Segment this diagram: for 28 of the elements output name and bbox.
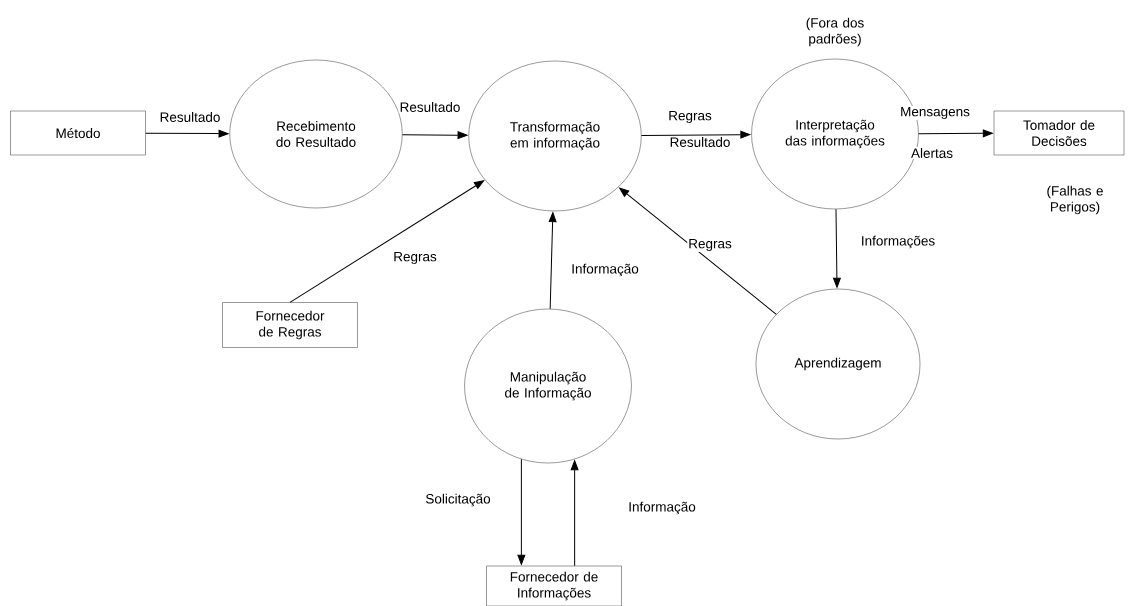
- arrow: [640, 130, 751, 139]
- entity-box: Tomador de Decisões: [993, 110, 1125, 156]
- flow-label: Resultado: [668, 136, 732, 148]
- flow-label: Alertas: [910, 147, 954, 159]
- edge-label: Resultado: [158, 111, 222, 123]
- edge-label: Informação: [570, 262, 640, 278]
- arrow: [918, 129, 993, 138]
- note-text: (Fora dos padrões): [806, 17, 864, 47]
- edge-label: Mensagens: [899, 105, 971, 121]
- edge-label: Regras: [392, 250, 438, 266]
- arrow: [517, 458, 526, 565]
- edge-label: Informação: [627, 500, 697, 516]
- arrow: [401, 131, 468, 140]
- arrow: [145, 129, 229, 138]
- edge-label: Regras: [687, 237, 733, 253]
- arrow: [570, 460, 579, 567]
- entity-box: Método: [10, 110, 146, 156]
- entity-box: Fornecedor de Informações: [486, 565, 622, 606]
- edge-label: Regras: [667, 109, 713, 125]
- arrow: [548, 212, 557, 310]
- arrow: [289, 180, 485, 303]
- edge-label: Informações: [859, 234, 937, 250]
- note-text: (Falhas e Perigos): [1047, 185, 1103, 215]
- edge-label: Solicitação: [424, 492, 492, 508]
- arrow: [832, 208, 841, 288]
- entity-box: Fornecedor de Regras: [222, 302, 358, 348]
- edge-label: Resultado: [398, 101, 462, 113]
- arrow: [619, 187, 777, 315]
